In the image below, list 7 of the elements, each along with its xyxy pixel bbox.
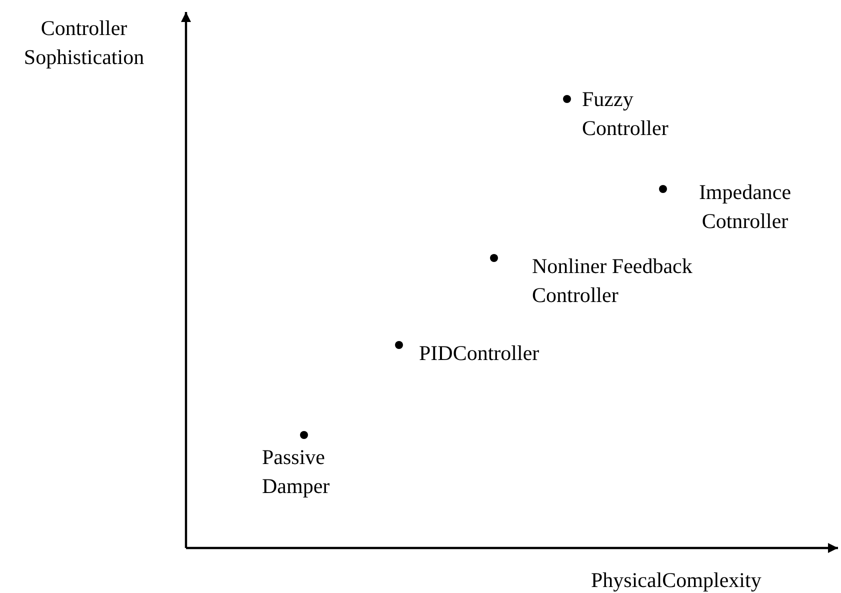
point-label: Nonliner Feedback Controller [532, 254, 692, 307]
point-label: PIDController [419, 341, 540, 365]
axis-title: PhysicalComplexity [591, 568, 762, 592]
point-label: Passive Damper [262, 445, 330, 498]
axis-title: Controller Sophistication [24, 16, 144, 69]
point-label: Impedance Cotnroller [698, 180, 792, 233]
point-label: Fuzzy Controller [582, 87, 668, 140]
